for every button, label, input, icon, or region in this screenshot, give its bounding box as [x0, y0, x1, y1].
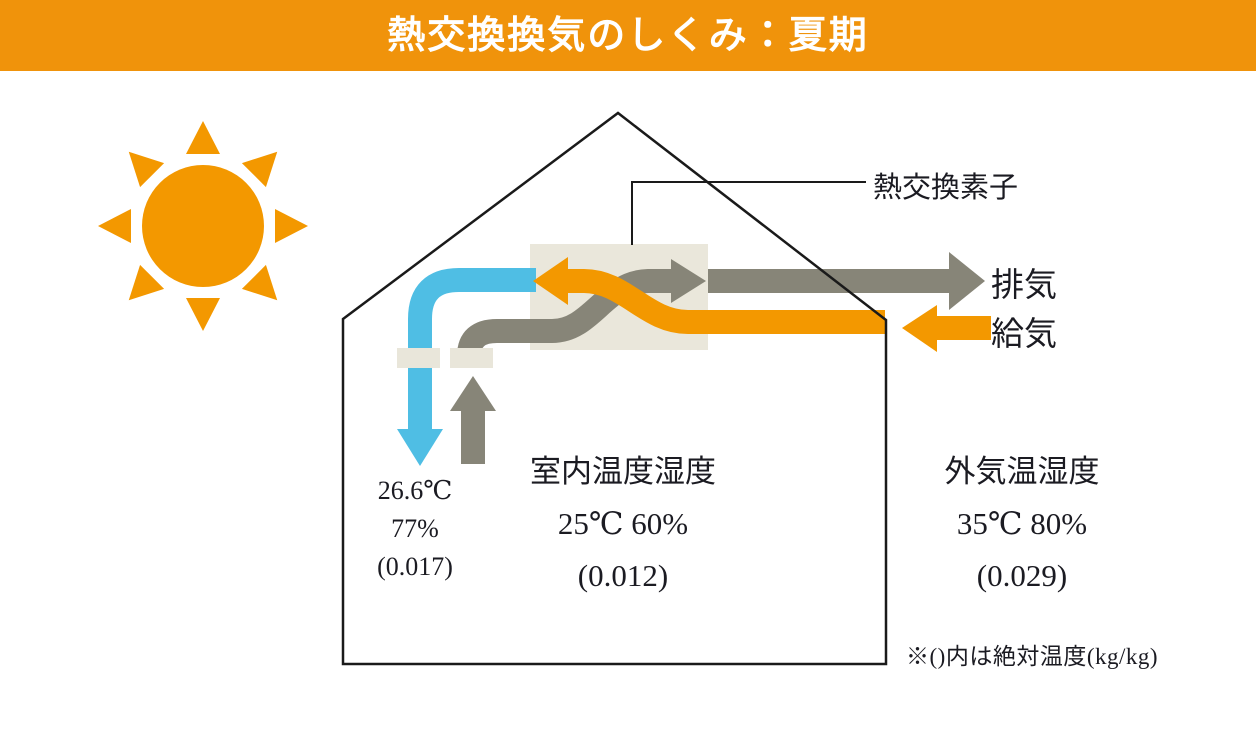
- supply-arrowheads: [533, 257, 937, 352]
- outdoor-title: 外気温湿度: [944, 454, 1100, 489]
- supplied-air-abs-humidity: (0.017): [377, 552, 453, 581]
- supplied-air-readout: 26.6℃ 77% (0.017): [335, 472, 495, 586]
- exhaust-out-arrow-icon: [949, 252, 985, 310]
- indoor-temp-humidity: 25℃ 60%: [557, 506, 689, 541]
- supply-label: 給気: [991, 317, 1057, 353]
- footnote: ※()内は絶対温度(kg/kg): [906, 644, 1159, 669]
- sun-rays: [98, 121, 308, 331]
- room-air-up-arrow-icon: [450, 376, 496, 411]
- heat-exchanger-label: 熱交換素子: [873, 172, 1019, 204]
- outdoor-abs-humidity: (0.029): [976, 558, 1068, 593]
- exhaust-inbox-arrow-icon: [671, 259, 706, 303]
- vent-valve-right: [450, 348, 493, 368]
- sun-icon: [98, 121, 308, 331]
- exhaust-label: 排気: [991, 268, 1057, 304]
- supply-in-arrow-icon: [902, 305, 937, 352]
- exhaust-arrowheads: [450, 252, 985, 411]
- supplied-air-temp: 26.6℃: [377, 476, 453, 505]
- indoor-conditions: 室内温度湿度 25℃ 60% (0.012): [473, 446, 773, 602]
- indoor-abs-humidity: (0.012): [577, 558, 669, 593]
- title-bar: 熱交換換気のしくみ：夏期: [0, 0, 1256, 71]
- page-title: 熱交換換気のしくみ：夏期: [387, 14, 869, 57]
- indoor-title: 室内温度湿度: [530, 454, 716, 489]
- cooled-air-arrow-icon: [397, 429, 443, 466]
- house-outline: [341, 111, 888, 666]
- supplied-air-humidity: 77%: [391, 514, 439, 543]
- vent-valve-left: [397, 348, 440, 368]
- outdoor-temp-humidity: 35℃ 80%: [956, 506, 1088, 541]
- sun-core: [142, 165, 264, 287]
- cooled-air-duct-blue: [408, 268, 536, 431]
- supply-inbox-arrow-icon: [533, 257, 568, 305]
- outdoor-conditions: 外気温湿度 35℃ 80% (0.029): [872, 446, 1172, 602]
- callout-line: [631, 181, 866, 245]
- supply-duct-orange: [566, 269, 991, 340]
